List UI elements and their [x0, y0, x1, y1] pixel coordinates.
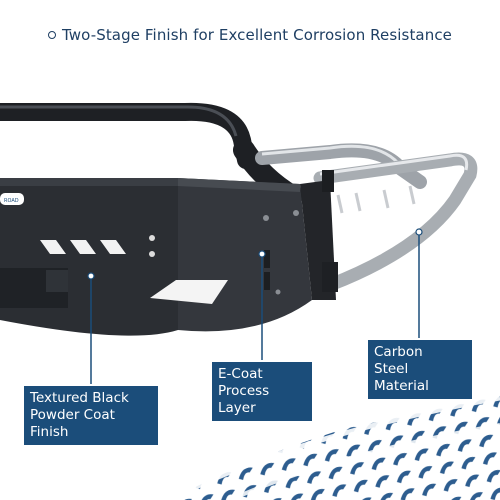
- callout-dot-steel: [415, 228, 423, 236]
- callout-ecoat: E-Coat Process Layer: [212, 362, 312, 421]
- callout-ecoat-line1: E-Coat: [218, 366, 263, 382]
- callout-powder-coat-line1: Textured Black: [30, 390, 129, 406]
- bullet-circle-icon: [47, 30, 56, 39]
- callout-steel-line2: Steel Material: [374, 361, 429, 394]
- headline: Two-Stage Finish for Excellent Corrosion…: [0, 26, 500, 44]
- callout-steel: Carbon Steel Material: [368, 340, 472, 399]
- callout-powder-coat: Textured Black Powder Coat Finish: [24, 386, 158, 445]
- brand-logo-plate: [0, 193, 24, 205]
- callout-ecoat-line2: Process Layer: [218, 383, 270, 416]
- callout-powder-coat-line2: Powder Coat Finish: [30, 407, 115, 440]
- headline-text: Two-Stage Finish for Excellent Corrosion…: [61, 26, 452, 44]
- callout-steel-line1: Carbon: [374, 344, 423, 360]
- brand-logo: ROAD: [4, 198, 19, 204]
- callout-dot-ecoat: [258, 250, 266, 258]
- callout-dot-powder-coat: [87, 272, 95, 280]
